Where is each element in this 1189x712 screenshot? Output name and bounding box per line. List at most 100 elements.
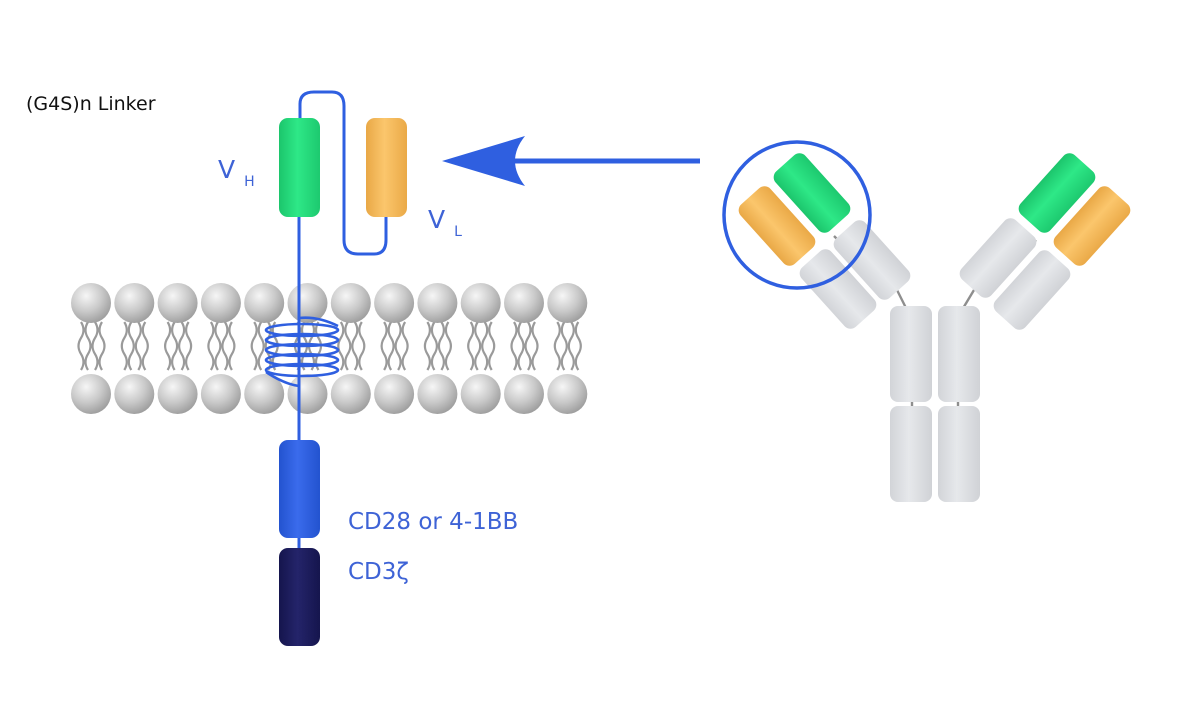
- vh-label: V H: [218, 155, 255, 190]
- lipid-tail: [77, 321, 85, 371]
- fab-right-cl: [993, 250, 1071, 330]
- transmembrane-helix: [264, 316, 340, 388]
- lipid-head-bottom: [200, 374, 241, 414]
- vh-label-sub: H: [244, 174, 255, 190]
- lipid-tail: [127, 321, 135, 371]
- vl-label: V L: [428, 205, 462, 240]
- lipid-tail: [437, 321, 445, 371]
- lipid-tail: [517, 321, 525, 371]
- lipid-head-bottom: [114, 374, 155, 414]
- lipid-tail: [221, 321, 229, 371]
- lipid-head-bottom: [547, 374, 588, 414]
- lipid-tail: [228, 321, 236, 371]
- fab-left-vl: [738, 186, 816, 266]
- lipid-head-top: [504, 283, 544, 323]
- vl-domain: [366, 118, 407, 217]
- lipid-head-top: [71, 283, 111, 323]
- fab-right-vl: [1053, 186, 1131, 266]
- lipid-tail: [185, 321, 193, 371]
- lipid-head-top: [114, 283, 155, 323]
- lipid-head-top: [374, 283, 415, 323]
- fab-left-cl: [799, 249, 877, 329]
- fc-ch3-right: [938, 406, 980, 502]
- g4s-linker-loop: [298, 90, 388, 256]
- lipid-head-bottom: [374, 374, 415, 414]
- lipid-head-top: [330, 283, 371, 323]
- lipid-tail: [214, 321, 222, 371]
- circle-highlight-icon: [722, 140, 872, 290]
- lipid-tail: [574, 321, 582, 371]
- fab-left-vh: [773, 153, 851, 233]
- lipid-tail: [171, 321, 179, 371]
- lipid-head-bottom: [287, 374, 328, 414]
- lipid-tail: [467, 321, 475, 371]
- linker-label: (G4S)n Linker: [26, 93, 156, 115]
- lipid-tail: [510, 321, 518, 371]
- lipid-head-bottom: [504, 374, 544, 414]
- lipid-tail: [250, 321, 258, 371]
- lipid-heads-top-row: [71, 283, 588, 323]
- lipid-head-bottom: [330, 374, 371, 414]
- cd3-label: CD3ζ: [348, 559, 409, 585]
- lipid-head-top: [244, 283, 285, 323]
- lipid-tail: [141, 321, 149, 371]
- lipid-head-bottom: [244, 374, 285, 414]
- lipid-head-bottom: [157, 374, 198, 414]
- arrow-left-icon: [442, 136, 700, 186]
- costimulatory-domain: [279, 440, 320, 538]
- lipid-head-bottom: [460, 374, 501, 414]
- car-construct: [264, 90, 407, 646]
- lipid-head-bottom: [417, 374, 458, 414]
- lipid-tail: [488, 321, 496, 371]
- lipid-tail: [423, 321, 431, 371]
- lipid-tail: [387, 321, 395, 371]
- lipid-tail: [531, 321, 539, 371]
- lipid-tail: [380, 321, 388, 371]
- fc-ch2-left: [890, 306, 932, 402]
- lipid-heads-bottom-row: [71, 374, 588, 414]
- lipid-tail: [344, 321, 352, 371]
- lipid-tail: [257, 321, 265, 371]
- lipid-tail: [98, 321, 106, 371]
- lipid-tail: [178, 321, 186, 371]
- vh-label-main: V: [218, 155, 235, 184]
- lipid-tail: [164, 321, 172, 371]
- lipid-tail: [134, 321, 142, 371]
- lipid-tail: [120, 321, 128, 371]
- lipid-head-top: [460, 283, 501, 323]
- lipid-tail: [474, 321, 482, 371]
- lipid-tail: [481, 321, 489, 371]
- fc-ch2-right: [938, 306, 980, 402]
- lipid-tail: [444, 321, 452, 371]
- cd3-zeta-domain: [279, 548, 320, 646]
- lipid-tail: [401, 321, 409, 371]
- lipid-tail: [524, 321, 532, 371]
- antibody: [738, 153, 1131, 502]
- lipid-head-top: [200, 283, 241, 323]
- lipid-head-top: [417, 283, 458, 323]
- lipid-tail: [207, 321, 215, 371]
- lipid-tail: [337, 321, 345, 371]
- fab-right-ch1: [959, 218, 1037, 298]
- lipid-tail: [553, 321, 561, 371]
- lipid-tail: [567, 321, 575, 371]
- vh-domain: [279, 118, 320, 217]
- fab-left-ch1: [833, 220, 911, 300]
- lipid-head-bottom: [71, 374, 111, 414]
- lipid-tails: [77, 321, 582, 371]
- lipid-tail: [91, 321, 99, 371]
- lipid-tail: [358, 321, 366, 371]
- vl-label-main: V: [428, 205, 445, 234]
- fc-ch3-left: [890, 406, 932, 502]
- costim-label: CD28 or 4-1BB: [348, 509, 518, 535]
- lipid-tail: [84, 321, 92, 371]
- lipid-tail: [560, 321, 568, 371]
- fab-right-vh: [1018, 153, 1096, 233]
- lipid-bilayer: [71, 283, 588, 414]
- lipid-tail: [351, 321, 359, 371]
- lipid-head-top: [547, 283, 588, 323]
- vl-label-sub: L: [454, 224, 462, 240]
- lipid-tail: [394, 321, 402, 371]
